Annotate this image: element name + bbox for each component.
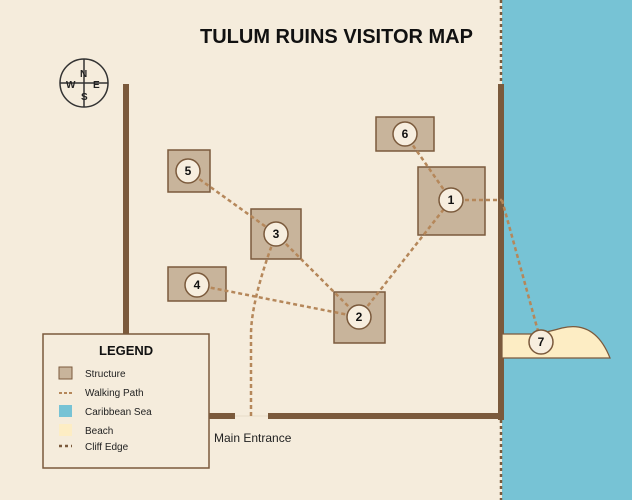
site-number: 1 (448, 193, 455, 207)
site-marker-circle (263, 221, 289, 247)
site-marker-circle (392, 121, 418, 147)
site-number: 6 (402, 127, 409, 141)
site-number: 5 (185, 164, 192, 178)
legend-title: LEGEND (99, 343, 153, 358)
walking-path-5-3 (187, 169, 277, 236)
legend-beach-swatch (59, 424, 72, 436)
walking-path-entrance-3 (249, 233, 278, 416)
legend-structure-swatch (58, 366, 73, 380)
site-number: 4 (194, 278, 201, 292)
site-marker-6[interactable]: 6 (392, 121, 418, 147)
compass-east: E (93, 80, 100, 91)
site-number: 3 (273, 227, 280, 241)
legend: LEGEND Structure Walking Path Caribbean … (42, 333, 210, 469)
site-marker-circle (438, 187, 464, 213)
south-wall-west (209, 413, 235, 419)
legend-beach-label: Beach (85, 426, 113, 437)
site-marker-circle (184, 272, 210, 298)
walking-path-cliff-7 (500, 199, 543, 343)
compass-west: W (66, 80, 76, 91)
site-marker-4[interactable]: 4 (184, 272, 210, 298)
walking-path-2-1 (358, 199, 452, 318)
compass-north: N (80, 69, 87, 80)
caribbean-sea (502, 0, 632, 500)
site-marker-circle (175, 158, 201, 184)
legend-path-label: Walking Path (85, 388, 144, 399)
site-marker-7[interactable]: 7 (528, 329, 554, 355)
legend-sea-label: Caribbean Sea (85, 407, 152, 418)
compass-south: S (81, 92, 88, 103)
legend-structure-label: Structure (85, 369, 126, 380)
site-marker-2[interactable]: 2 (346, 304, 372, 330)
site-marker-circle (528, 329, 554, 355)
site-number: 2 (356, 310, 363, 324)
site-marker-3[interactable]: 3 (263, 221, 289, 247)
walking-path-3-2 (275, 233, 360, 318)
south-wall-east (268, 413, 504, 419)
site-number: 7 (538, 335, 545, 349)
east-wall (498, 84, 504, 420)
legend-sea-swatch (59, 405, 72, 417)
legend-cliff-label: Cliff Edge (85, 442, 129, 453)
west-wall (123, 84, 129, 334)
site-marker-circle (346, 304, 372, 330)
main-entrance-label: Main Entrance (214, 431, 292, 445)
site-marker-5[interactable]: 5 (175, 158, 201, 184)
map-title: TULUM RUINS VISITOR MAP (200, 26, 473, 48)
compass-icon: N W E S (59, 58, 109, 108)
site-marker-1[interactable]: 1 (438, 187, 464, 213)
